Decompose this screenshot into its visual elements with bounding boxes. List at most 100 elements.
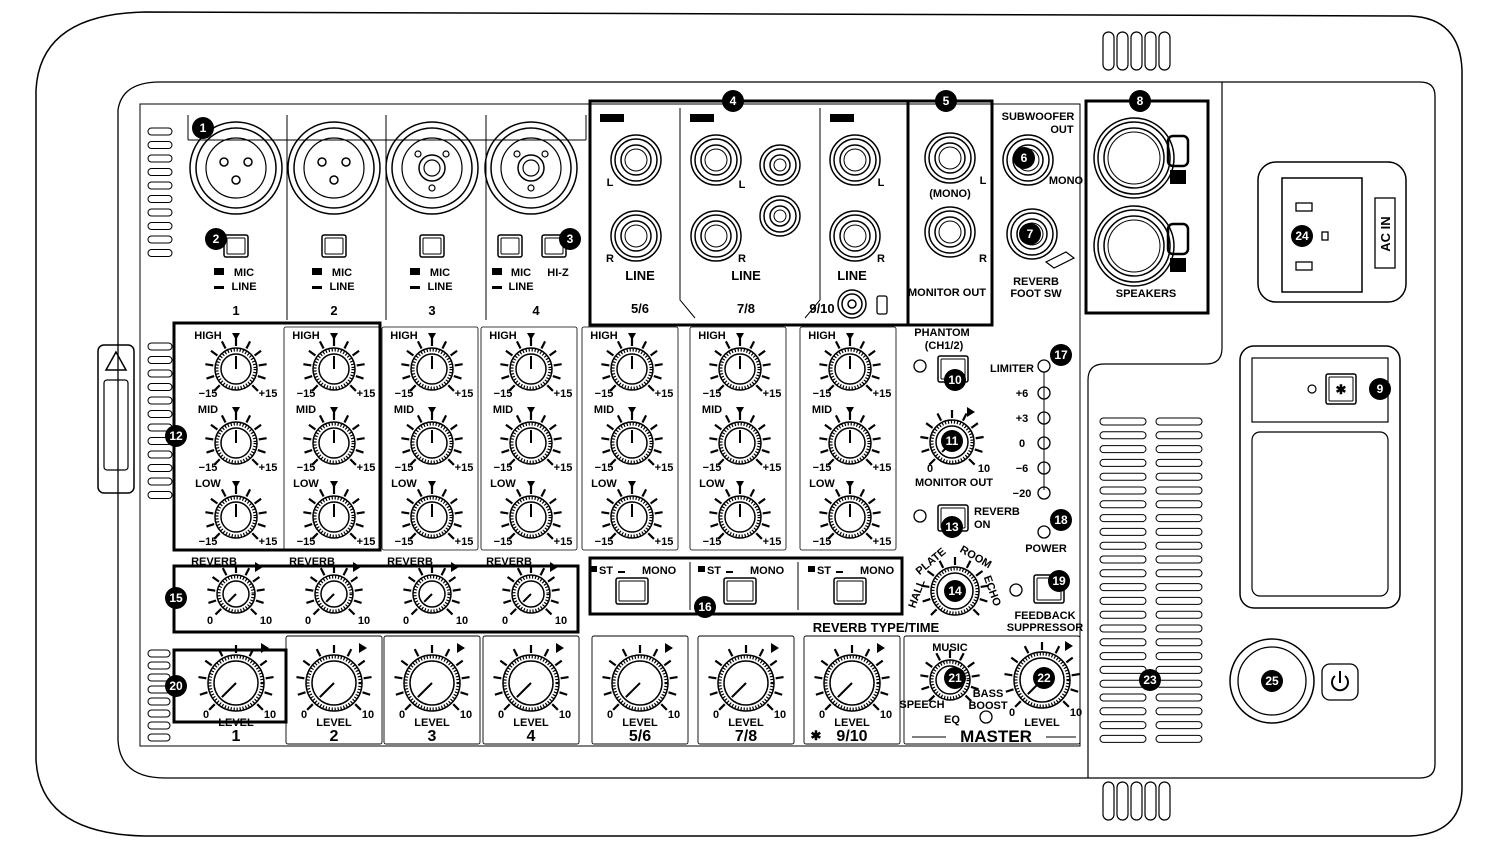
reverb-max-label: 10 <box>358 615 370 627</box>
max-mark <box>550 562 558 572</box>
mini-jack-9-10[interactable] <box>837 289 867 319</box>
eq-min-label: −15 <box>703 462 722 474</box>
eq-min-label: −15 <box>297 536 316 548</box>
level-knob-1[interactable] <box>198 645 274 712</box>
reverb-send-knob-ch3[interactable] <box>403 565 461 616</box>
master-max-label: 10 <box>1070 707 1082 719</box>
monitor-min-label: 0 <box>927 463 933 475</box>
st-mono-switch-1[interactable] <box>615 577 649 605</box>
monitor-out-jack-r[interactable] <box>924 206 976 258</box>
boost-label: BOOST <box>968 700 1007 712</box>
level-knob-2[interactable] <box>296 645 372 712</box>
input-jack-ch2[interactable] <box>287 121 381 215</box>
mono-label: MONO <box>750 565 785 577</box>
reverb-label: REVERB <box>191 556 237 568</box>
level-knob-4[interactable] <box>493 645 569 712</box>
rca-jack-7[interactable] <box>759 144 801 186</box>
hiz-label: HI-Z <box>547 267 569 279</box>
max-mark <box>255 562 263 572</box>
reverb-type-time-label: REVERB TYPE/TIME <box>813 620 940 635</box>
reverb-min-label: 0 <box>305 615 311 627</box>
mic-label: MIC <box>234 267 254 279</box>
level-pointer <box>417 682 433 698</box>
reverb-max-label: 10 <box>260 615 272 627</box>
center-mark <box>846 481 854 488</box>
callout-badge-8: 8 <box>1129 90 1151 112</box>
level-knob-5[interactable] <box>602 645 678 712</box>
line-jack-6-r[interactable] <box>610 210 662 262</box>
eq-mid-knob-col4[interactable] <box>500 412 562 466</box>
speaker-out-jack-r[interactable] <box>1093 205 1175 287</box>
st-mono-switch-3[interactable] <box>833 577 867 605</box>
eq-mid-knob-col3[interactable] <box>401 412 463 466</box>
line-jack-10-r[interactable] <box>829 210 881 262</box>
eq-high-knob-col5[interactable] <box>601 338 663 392</box>
line-jack-5-l[interactable] <box>610 134 662 186</box>
mic-label: MIC <box>430 267 450 279</box>
callout-number: 7 <box>1027 227 1034 241</box>
level-max-label: 10 <box>559 709 571 721</box>
meter-label: +3 <box>1016 413 1029 425</box>
mic-line-switch-ch3[interactable] <box>419 234 445 258</box>
phantom-ch-label: (CH1/2) <box>925 340 964 352</box>
reverb-foot-sw-jack[interactable] <box>1006 208 1058 260</box>
input-jack-ch1[interactable] <box>189 121 283 215</box>
low-label: LOW <box>699 478 725 490</box>
reverb-on-led <box>913 509 927 523</box>
ac-in-label: AC IN <box>1378 216 1393 251</box>
bluetooth-pairing-button[interactable] <box>1325 373 1357 405</box>
mono-label: MONO <box>860 565 895 577</box>
level-label: LEVEL <box>834 717 870 729</box>
level-max-label: 10 <box>880 709 892 721</box>
mic-line-switch-ch2[interactable] <box>321 234 347 258</box>
level-knob-3[interactable] <box>394 645 470 712</box>
mid-label: MID <box>702 404 722 416</box>
callout-badge-13: 13 <box>941 516 963 538</box>
reverb-min-label: 0 <box>207 615 213 627</box>
callout-number: 23 <box>1143 673 1157 687</box>
level-min-label: 0 <box>203 709 209 721</box>
line-jack-8-r[interactable] <box>690 210 742 262</box>
level-channel-label: 5/6 <box>629 728 651 745</box>
rca-jack-8[interactable] <box>759 195 801 237</box>
st-mono-switch-2[interactable] <box>723 577 757 605</box>
outer-housing <box>35 11 1463 837</box>
eq-max-label: +15 <box>259 388 278 400</box>
level-knob-6[interactable] <box>708 645 784 712</box>
eq-min-label: −15 <box>494 462 513 474</box>
line-jack-9-l[interactable] <box>829 134 881 186</box>
power-switch[interactable] <box>1229 638 1315 724</box>
mic-line-switch-ch4[interactable] <box>497 234 523 258</box>
monitor-out-jack-l[interactable] <box>924 132 976 184</box>
center-mark <box>628 333 636 340</box>
eq-min-label: −15 <box>297 388 316 400</box>
line-label: LINE <box>508 281 533 293</box>
speaker-out-jack-l[interactable] <box>1093 117 1175 199</box>
speaker-lock-icon-l <box>1166 134 1190 168</box>
callout-badge-19: 19 <box>1048 570 1070 592</box>
ac-in-socket[interactable] <box>1281 177 1363 293</box>
line-jack-7-l[interactable] <box>690 134 742 186</box>
l-label: L <box>878 177 885 189</box>
eq-min-label: −15 <box>199 536 218 548</box>
input-jack-ch3[interactable] <box>385 121 479 215</box>
callout-number: 11 <box>946 434 959 448</box>
mid-label: MID <box>594 404 614 416</box>
high-label: HIGH <box>489 330 517 342</box>
eq-label: EQ <box>944 714 960 726</box>
mic-line-switch-ch1[interactable] <box>223 234 249 258</box>
callout-number: 15 <box>169 591 183 605</box>
level-channel-label: 3 <box>428 728 437 745</box>
max-mark <box>457 643 465 653</box>
reverb-send-knob-ch1[interactable] <box>207 565 265 616</box>
level-knob-7[interactable] <box>814 645 890 712</box>
level-label: LEVEL <box>414 717 450 729</box>
reverb-send-knob-ch2[interactable] <box>305 565 363 616</box>
reverb-send-knob-ch4[interactable] <box>502 565 560 616</box>
input-jack-ch4[interactable] <box>484 121 578 215</box>
level-channel-label: 7/8 <box>735 728 757 745</box>
speaker-l-label: L <box>1175 172 1182 184</box>
subwoofer-label: SUBWOOFER <box>1002 111 1075 123</box>
master-section <box>903 635 1081 745</box>
power-icon <box>1321 663 1359 701</box>
